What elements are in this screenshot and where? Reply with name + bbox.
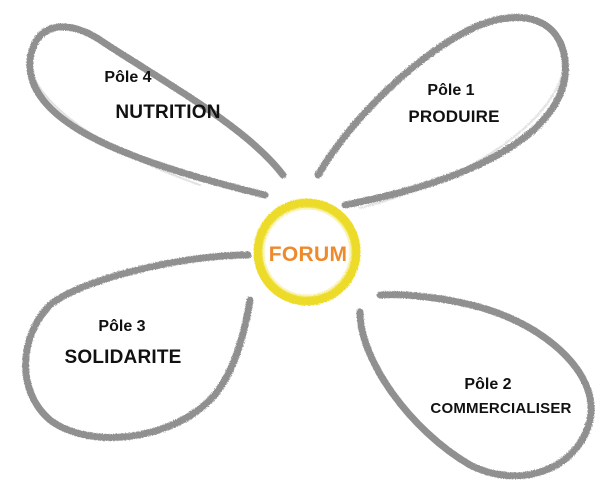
pole-3-number: Pôle 3 [98, 318, 146, 335]
petal-pole-3 [22, 251, 254, 441]
pole-1-number: Pôle 1 [427, 82, 475, 99]
forum-ring [253, 198, 361, 306]
pole-4-number: Pôle 4 [104, 69, 152, 86]
petal-pole-1 [314, 14, 569, 209]
pole-3-name: SOLIDARITE [64, 347, 182, 368]
pole-4-name: NUTRITION [115, 102, 221, 123]
forum-label: FORUM [268, 243, 348, 266]
petal-pole-4 [26, 23, 287, 199]
pole-2-number: Pôle 2 [464, 376, 512, 393]
petal-pole-2 [356, 291, 595, 480]
pole-2-name: COMMERCIALISER [430, 400, 572, 417]
pole-1-name: PRODUIRE [408, 107, 500, 126]
